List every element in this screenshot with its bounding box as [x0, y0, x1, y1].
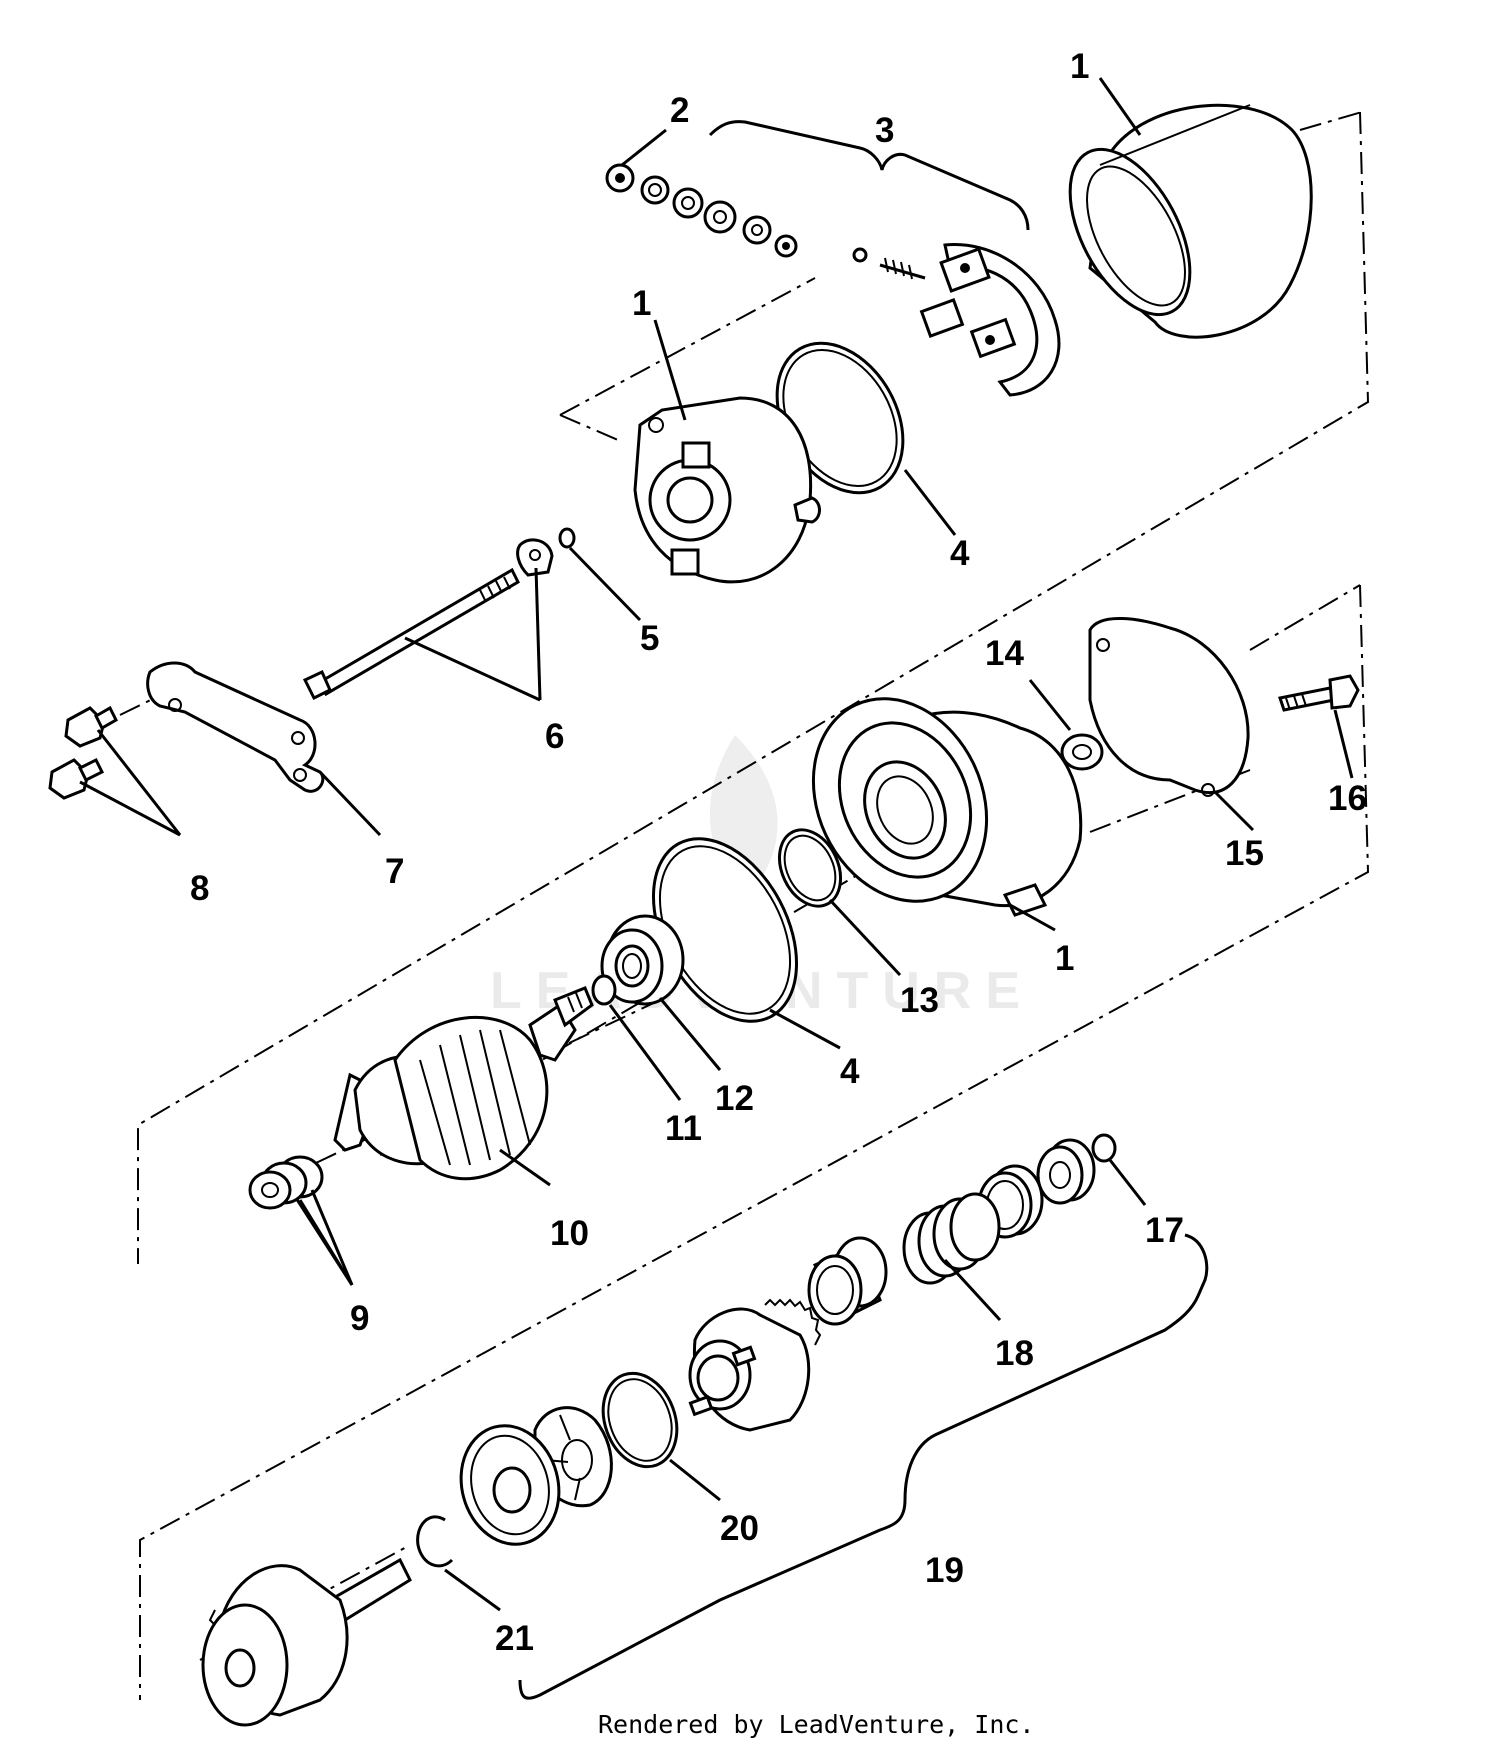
callout-6: 6	[545, 717, 564, 756]
callout-18: 18	[995, 1334, 1034, 1373]
roller-retainer	[533, 1406, 613, 1508]
callout-4-upper: 4	[950, 534, 970, 573]
callout-9: 9	[350, 1299, 369, 1338]
bearing-12	[600, 914, 685, 1006]
callout-4-lower: 4	[840, 1052, 860, 1091]
callout-15: 15	[1225, 834, 1264, 873]
footer-credit: Rendered by LeadVenture, Inc.	[598, 1710, 1035, 1739]
brush-holder-washers	[605, 163, 868, 263]
circlip-17	[1091, 1133, 1117, 1163]
drive-shaft-gear	[201, 1557, 412, 1727]
callout-13: 13	[900, 981, 939, 1020]
callout-20: 20	[720, 1509, 759, 1548]
callout-leader-lines	[79, 77, 1354, 1700]
callout-8: 8	[190, 869, 209, 908]
callout-3: 3	[875, 111, 894, 150]
washer-14	[1060, 733, 1104, 771]
callout-11: 11	[665, 1109, 702, 1148]
callout-16: 16	[1328, 779, 1367, 818]
callout-numbers: 1 2 3 1 4 5 6 7 8 14 16 15 1 13 4 12 11 …	[190, 47, 1367, 1658]
armature-washers	[248, 1155, 324, 1210]
drive-spring	[902, 1192, 1001, 1285]
armature	[333, 986, 594, 1181]
callout-21: 21	[495, 1619, 534, 1658]
front-gasket	[1088, 617, 1250, 797]
circlip-21	[416, 1515, 454, 1568]
o-ring-small	[558, 527, 576, 549]
callout-14: 14	[985, 634, 1024, 673]
callout-2: 2	[670, 91, 689, 130]
rear-end-cover	[633, 396, 821, 584]
mounting-bracket	[146, 661, 325, 793]
thrust-washer	[459, 1424, 561, 1546]
mounting-bolt-16	[1278, 674, 1360, 712]
yoke-housing	[1068, 103, 1313, 339]
stop-collar	[1036, 1138, 1096, 1205]
callout-1-front-housing: 1	[1055, 939, 1074, 978]
bracket-bolts	[48, 705, 118, 800]
callout-1-yoke: 1	[1070, 47, 1089, 86]
front-housing	[811, 697, 1083, 917]
brush-plate-assembly	[879, 242, 1061, 397]
callout-5: 5	[640, 619, 659, 658]
through-bolt	[302, 538, 554, 701]
ring-20	[601, 1371, 679, 1469]
callout-1-rear-cover: 1	[632, 284, 651, 323]
pinion-clutch	[688, 1298, 822, 1432]
clutch-sleeve	[807, 1236, 888, 1326]
callout-12: 12	[715, 1079, 754, 1118]
callout-10: 10	[550, 1214, 589, 1253]
callout-17: 17	[1145, 1211, 1184, 1250]
circlip-11	[591, 974, 617, 1006]
callout-19: 19	[925, 1551, 964, 1590]
callout-7: 7	[385, 852, 404, 891]
